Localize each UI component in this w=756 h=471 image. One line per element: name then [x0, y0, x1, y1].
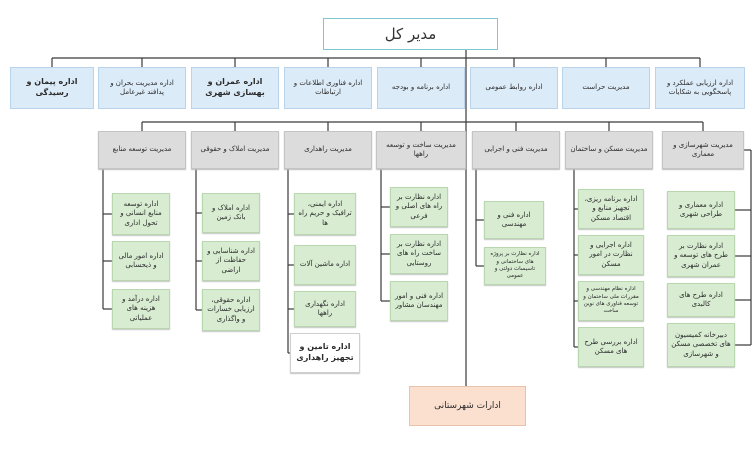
unit-architecture: اداره معماری و طراحی شهری [667, 191, 735, 229]
dept-crisis: اداره مدیریت بحران و پدافند غیرعامل [98, 67, 186, 109]
dept-plan-budget: اداره برنامه و بودجه [377, 67, 465, 109]
unit-land-protection: اداره شناسایی و حفاظت از اراضی [202, 241, 260, 281]
unit-machinery: اداره ماشین آلات [294, 245, 356, 285]
dept-contract: اداره پیمان و رسیدگی [10, 67, 94, 109]
mgmt-roads: مدیریت ساخت و توسعه راهها [376, 131, 466, 169]
unit-consultants: اداره فنی و امور مهندسان مشاور [390, 281, 448, 321]
dept-security: مدیریت حراست [562, 67, 650, 109]
unit-finance: اداره امور مالی و ذیحسابی [112, 241, 170, 281]
unit-engineering-system: اداره نظام مهندسی و مقررات ملی ساختمان و… [578, 281, 644, 321]
unit-physical-plans: اداره طرح های کالبدی [667, 283, 735, 317]
unit-housing-review: اداره بررسی طرح های مسکن [578, 327, 644, 367]
dept-performance: اداره ارزیابی عملکرد و پاسخگویی به شکایا… [655, 67, 745, 109]
dept-public-relations: اداره روابط عمومی [470, 67, 558, 109]
dept-civil: اداره عمران و بهسازی شهری [191, 67, 279, 109]
unit-main-roads: اداره نظارت بر راه های اصلی و فرعی [390, 187, 448, 227]
unit-revenue: اداره درآمد و هزینه های عملیاتی [112, 289, 170, 329]
unit-legal-assessment: اداره حقوقی، ارزیابی خسارات و واگذاری [202, 289, 260, 331]
county-offices-box: ادارات شهرستانی [409, 386, 526, 426]
unit-property-bank: اداره املاک و بانک زمین [202, 193, 260, 233]
unit-road-maintenance: اداره نگهداری راهها [294, 291, 356, 327]
unit-housing-planning: اداره برنامه ریزی، تجهیز منابع و اقتصاد … [578, 189, 644, 229]
dept-it: اداره فناوری اطلاعات و ارتباطات [284, 67, 372, 109]
unit-dev-supervision: اداره نظارت بر طرح های توسعه و عمران شهر… [667, 235, 735, 277]
unit-road-equipment: اداره تامین و تجهیز راهداری [290, 333, 360, 373]
mgmt-urban-planning: مدیریت شهرسازی و معماری [662, 131, 744, 169]
mgmt-property-legal: مدیریت املاک و حقوقی [191, 131, 279, 169]
mgmt-housing: مدیریت مسکن و ساختمان [565, 131, 653, 169]
mgmt-resources: مدیریت توسعه منابع [98, 131, 186, 169]
unit-human-resources: اداره توسعه منابع انسانی و تحول اداری [112, 193, 170, 235]
unit-commission-secretariat: دبیرخانه کمیسیون های تخصصی مسکن و شهرساز… [667, 323, 735, 367]
director-general-box: مدیر کل [323, 18, 498, 50]
unit-housing-executive: اداره اجرایی و نظارت در امور مسکن [578, 235, 644, 275]
unit-building-supervision: اداره نظارت بر پروژه های ساختمانی و تاسی… [484, 247, 546, 285]
unit-engineering: اداره فنی و مهندسی [484, 201, 544, 239]
mgmt-road-maintenance: مدیریت راهداری [284, 131, 372, 169]
unit-rural-roads: اداره نظارت بر ساخت راه های روستایی [390, 234, 448, 274]
mgmt-technical: مدیریت فنی و اجرایی [472, 131, 560, 169]
unit-traffic-safety: اداره ایمنی، ترافیک و حریم راه ها [294, 193, 356, 235]
